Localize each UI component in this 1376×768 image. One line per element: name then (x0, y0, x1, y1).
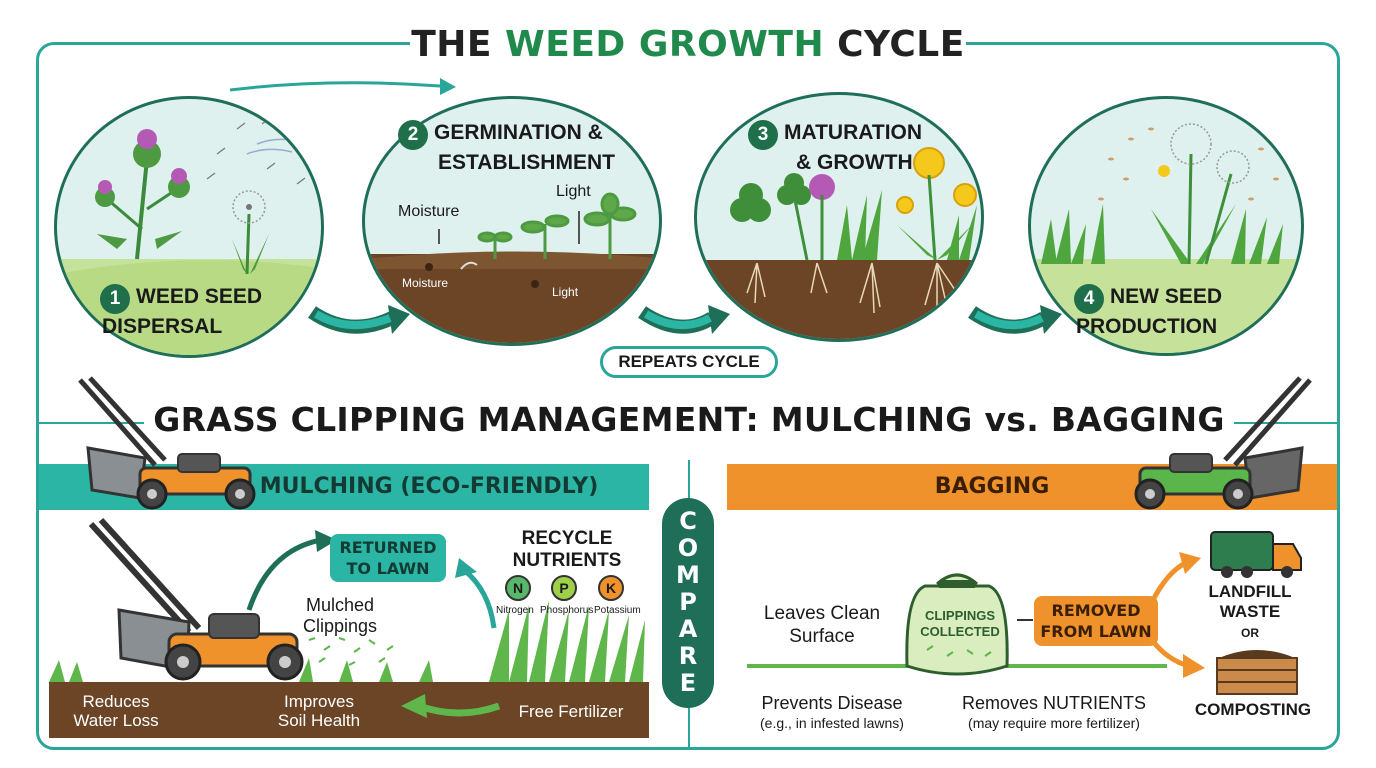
seedlings-icon (477, 192, 637, 259)
bagging-mower-icon (1134, 376, 1312, 510)
removed-line1: REMOVED (1051, 601, 1141, 620)
phosphorus-icon: P (551, 575, 577, 601)
grass-icon (837, 190, 977, 260)
stage-3-label: 3 MATURATION & GROWTH (748, 120, 922, 175)
repeats-cycle-badge: REPEATS CYCLE (600, 346, 778, 378)
recycle-line1: RECYCLE (521, 528, 613, 549)
stage-4-label: 4 NEW SEED PRODUCTION (1074, 284, 1222, 339)
stage-3-line2: & GROWTH (796, 151, 913, 174)
improves-soil-health-label: Improves Soil Health (262, 692, 376, 730)
recycle-line2: NUTRIENTS (512, 550, 622, 571)
moisture-soil-label: Moisture (402, 276, 449, 290)
dandelion-icon (232, 190, 269, 275)
improves-line1: Improves (284, 692, 354, 711)
recycle-nutrients-label: RECYCLE NUTRIENTS (492, 528, 642, 572)
title-suffix: CYCLE (824, 24, 965, 65)
leaves-line1: Leaves Clean (763, 603, 881, 624)
potassium-icon: K (598, 575, 624, 601)
compost-bin-icon (1216, 650, 1298, 695)
phosphorus-label: Phosphorus (540, 605, 594, 616)
section-title: GRASS CLIPPING MANAGEMENT: MULCHING vs. … (144, 400, 1234, 439)
compare-label: COMPARE (676, 507, 700, 697)
falling-seeds-icon (1098, 127, 1279, 201)
stage-4-circle (1028, 96, 1304, 356)
stage-1-label: 1 WEED SEED DISPERSAL (100, 284, 262, 339)
light-soil-label: Light (552, 285, 579, 299)
clippings-icon (308, 637, 394, 666)
seed-head-icon (1158, 123, 1250, 265)
improves-line2: Soil Health (277, 711, 361, 730)
mulching-header-text: MULCHING (ECO-FRIENDLY) (259, 474, 599, 499)
landfill-line1: LANDFILL (1208, 582, 1292, 601)
returned-line2: TO LAWN (346, 559, 430, 578)
title-prefix: THE (411, 24, 506, 65)
bagging-header-text: BAGGING (934, 474, 1050, 499)
potassium-label: Potassium (594, 605, 641, 616)
bag-line2: COLLECTED (920, 624, 1000, 639)
stage-4-line1: NEW SEED (1110, 285, 1223, 308)
landfill-line2: WASTE (1219, 602, 1281, 621)
mulched-clippings-label: Mulched Clippings (290, 595, 390, 637)
leaves-clean-surface-label: Leaves Clean Surface (752, 602, 892, 648)
truck-icon (1210, 531, 1302, 578)
prevents-line1: Prevents Disease (761, 693, 903, 713)
lawn-grass-icon (49, 600, 645, 682)
returned-to-lawn-box: RETURNED TO LAWN (330, 534, 446, 582)
section-title-text: GRASS CLIPPING MANAGEMENT: MULCHING vs. … (153, 400, 1225, 439)
removes-nutrients-label: Removes NUTRIENTS (may require more fert… (944, 694, 1164, 733)
title-accent: WEED GROWTH (505, 24, 825, 65)
nitrogen-symbol: N (512, 580, 524, 596)
removed-line2: FROM LAWN (1040, 622, 1152, 641)
prevents-disease-label: Prevents Disease (e.g., in infested lawn… (742, 694, 922, 733)
page-title: THE WEED GROWTH CYCLE (410, 20, 966, 70)
clippings-collected-label: CLIPPINGS COLLECTED (914, 608, 1006, 640)
reduces-water-loss-label: Reduces Water Loss (60, 692, 172, 730)
leaves-line2: Surface (789, 626, 855, 647)
mulching-mower-big-icon (88, 517, 304, 681)
stage-4-number: 4 (1074, 284, 1104, 314)
stage-1-number: 1 (100, 284, 130, 314)
stage-3-line1: MATURATION (784, 121, 923, 144)
or-label: OR (1241, 626, 1259, 640)
returned-line1: RETURNED (339, 538, 437, 557)
prevents-line2: (e.g., in infested lawns) (760, 715, 904, 731)
thistle-icon (95, 129, 190, 260)
mulching-mower-icon (78, 376, 256, 510)
repeats-cycle-label: REPEATS CYCLE (618, 352, 760, 371)
roots-icon (746, 262, 958, 317)
removed-from-lawn-box: REMOVED FROM LAWN (1034, 596, 1158, 646)
compare-badge: COMPARE (662, 498, 714, 708)
stage-1-line1: WEED SEED (136, 285, 263, 308)
landfill-waste-label: LANDFILL WASTE OR (1200, 582, 1300, 643)
mulched-line1: Mulched (305, 595, 375, 615)
stage-2-line2: ESTABLISHMENT (438, 151, 615, 174)
stage-4-line2: PRODUCTION (1076, 315, 1218, 338)
mulching-illustration (49, 517, 649, 738)
clover-icon (730, 173, 835, 261)
tall-grass-icon (1041, 204, 1283, 264)
potassium-symbol: K (605, 580, 617, 596)
removes-line2: (may require more fertilizer) (968, 715, 1140, 731)
removes-line1: Removes NUTRIENTS (961, 693, 1147, 713)
light-label: Light (556, 183, 591, 200)
clippings-bag-icon (905, 573, 1009, 676)
yellow-dandelion-icon (896, 147, 977, 261)
reduces-line2: Water Loss (73, 711, 159, 730)
free-fertilizer-label: Free Fertilizer (518, 702, 624, 721)
stage-2-line1: GERMINATION & (434, 121, 603, 144)
bag-line1: CLIPPINGS (924, 608, 996, 623)
bagging-illustration (747, 531, 1302, 695)
mulched-line2: Clippings (302, 616, 378, 636)
stage-2-label: 2 GERMINATION & ESTABLISHMENT (398, 120, 615, 175)
nitrogen-label: Nitrogen (496, 605, 534, 616)
stage-1-line2: DISPERSAL (102, 315, 223, 338)
stage-3-number: 3 (748, 120, 778, 150)
moisture-label: Moisture (398, 203, 460, 220)
phosphorus-symbol: P (559, 580, 569, 596)
stage-2-number: 2 (398, 120, 428, 150)
nitrogen-icon: N (505, 575, 531, 601)
reduces-line1: Reduces (82, 692, 150, 711)
composting-label: COMPOSTING (1194, 700, 1312, 719)
